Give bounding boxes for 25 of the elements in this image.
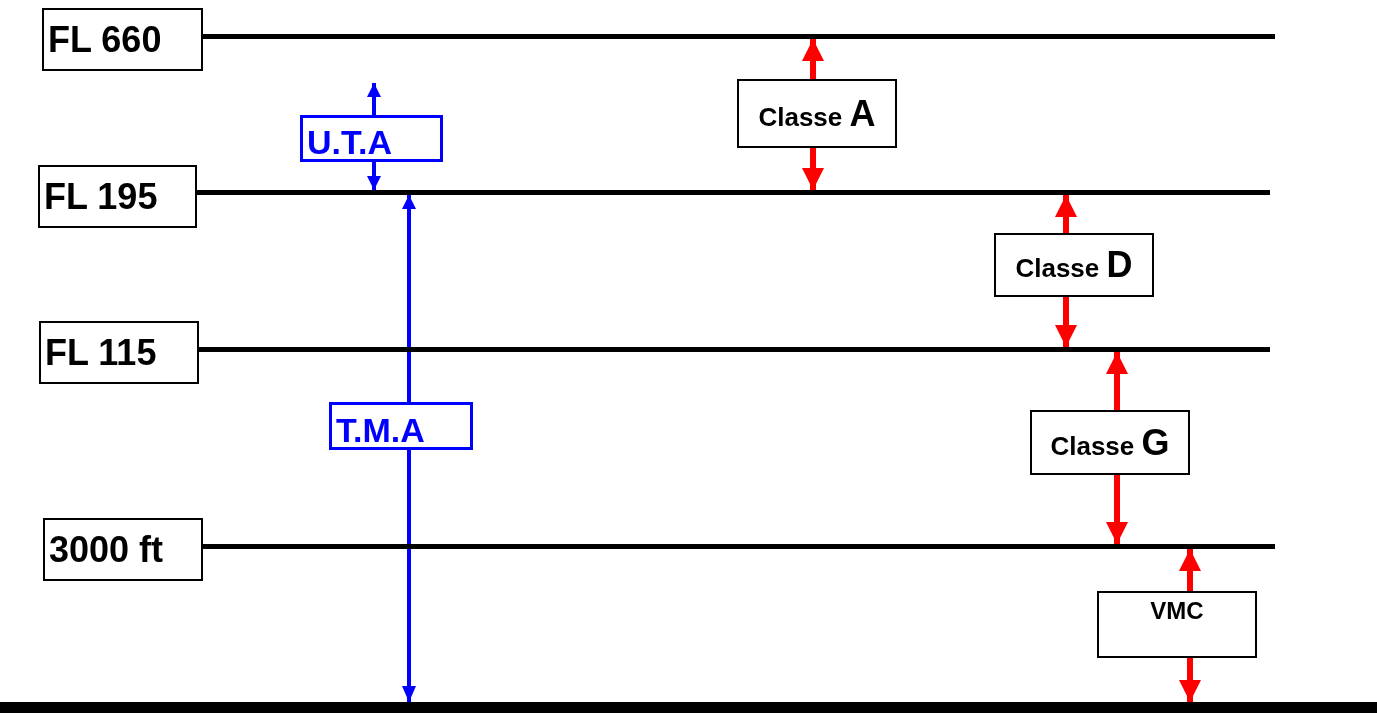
arrow	[1179, 658, 1201, 702]
arrow	[1055, 195, 1077, 233]
class-label: Classe G	[1050, 420, 1170, 465]
level-label-box: FL 195	[38, 165, 197, 228]
arrow	[802, 148, 824, 190]
class-label: Classe D	[1015, 243, 1133, 287]
arrow	[1179, 549, 1201, 591]
arrow	[1055, 297, 1077, 347]
condition-box: VMC	[1097, 591, 1257, 658]
arrow	[1106, 352, 1128, 410]
class-label: Classe A	[758, 91, 876, 136]
arrow	[367, 83, 381, 115]
arrow	[402, 450, 416, 702]
arrow	[367, 162, 381, 190]
class-box	[737, 79, 897, 148]
level-label-box: FL 115	[39, 321, 199, 384]
arrow	[1106, 475, 1128, 544]
airspace-label-box: T.M.A	[329, 402, 473, 450]
class-box	[1030, 410, 1190, 475]
level-label-box: 3000 ft	[43, 518, 203, 581]
arrow	[802, 39, 824, 79]
airspace-label-box: U.T.A	[300, 115, 443, 162]
arrow	[402, 195, 416, 402]
level-label-box: FL 660	[42, 8, 203, 71]
class-box	[994, 233, 1154, 297]
